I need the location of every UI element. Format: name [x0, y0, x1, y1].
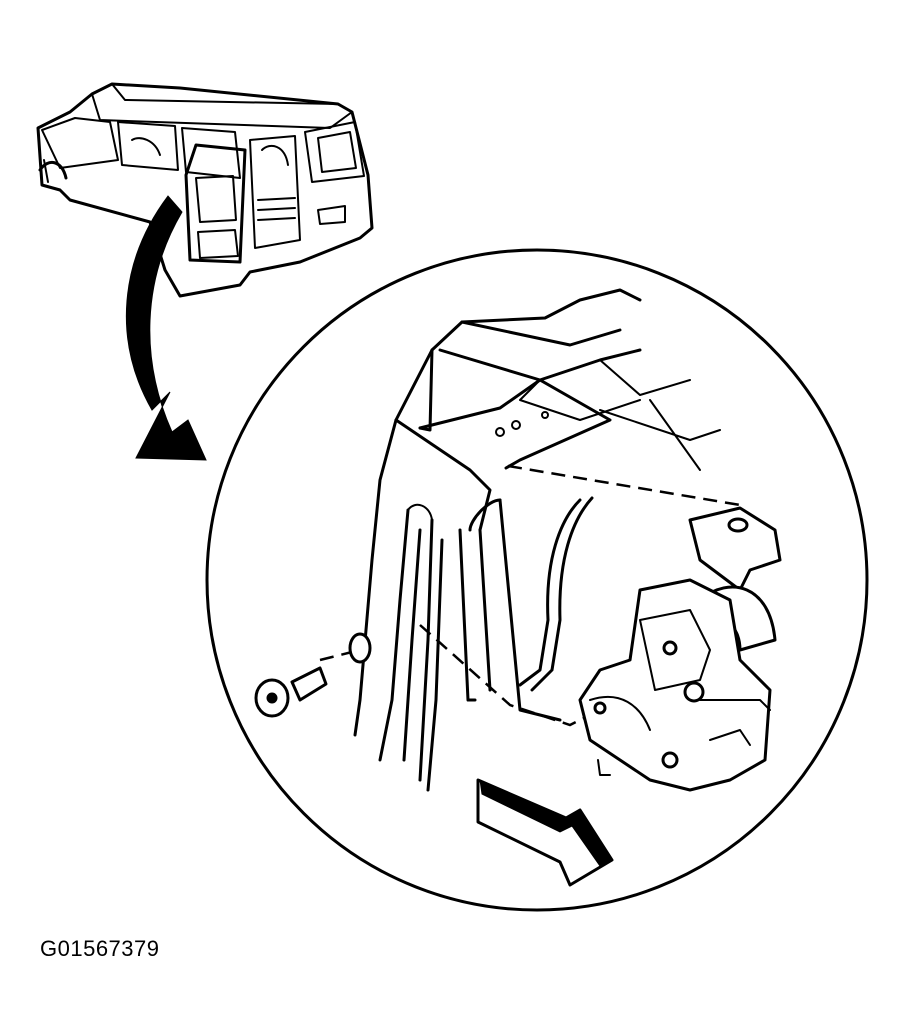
- bolt-fastener: [254, 632, 372, 718]
- van-overview: [36, 82, 374, 298]
- front-direction-arrow: [476, 778, 614, 887]
- figure-id-label: G01567379: [40, 936, 160, 961]
- detail-view: [205, 248, 869, 912]
- callout-arrow: [125, 195, 207, 461]
- latch-assembly: [578, 578, 772, 792]
